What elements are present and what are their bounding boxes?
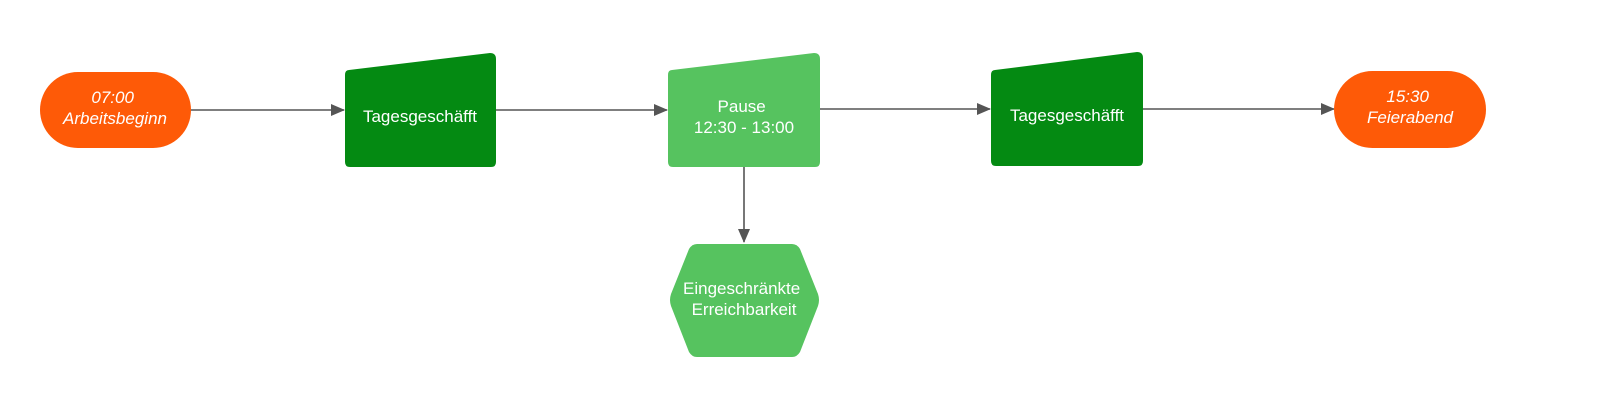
- node-start[interactable]: 07:00 Arbeitsbeginn: [40, 72, 191, 148]
- manual-input-shape: [991, 52, 1143, 166]
- edges: [190, 103, 1335, 243]
- terminator-shape: [1334, 71, 1486, 148]
- pause-title: Pause: [718, 97, 766, 116]
- task1-label: Tagesgeschäfft: [363, 107, 477, 126]
- hexagon-shape: [670, 244, 819, 357]
- node-task2[interactable]: Tagesgeschäfft: [991, 52, 1143, 166]
- task2-label: Tagesgeschäfft: [1010, 106, 1124, 125]
- node-end[interactable]: 15:30 Feierabend: [1334, 71, 1486, 148]
- node-task1[interactable]: Tagesgeschäfft: [345, 53, 496, 167]
- svg-text:Pause 12:30 - 13:00: Pause 12:30 - 13:00: [694, 97, 794, 137]
- svg-text:15:30 Feierabend: 15:30 Feierabend: [1367, 87, 1454, 127]
- end-time: 15:30: [1386, 87, 1429, 106]
- start-label: Arbeitsbeginn: [62, 109, 167, 128]
- limited-line1: Eingeschränkte: [683, 279, 800, 298]
- pause-time: 12:30 - 13:00: [694, 118, 794, 137]
- end-label: Feierabend: [1367, 108, 1454, 127]
- manual-input-shape: [345, 53, 496, 167]
- node-pause[interactable]: Pause 12:30 - 13:00: [668, 53, 820, 167]
- start-time: 07:00: [91, 88, 134, 107]
- node-limited[interactable]: Eingeschränkte Erreichbarkeit: [670, 244, 819, 357]
- svg-text:Eingeschränkte Erreichba: Eingeschränkte Erreichbarkeit: [683, 279, 805, 319]
- manual-input-shape: [668, 53, 820, 167]
- terminator-shape: [40, 72, 191, 148]
- svg-text:07:00 Arbeitsbeginn: 07:00 Arbeitsbeginn: [62, 88, 167, 128]
- limited-line2: Erreichbarkeit: [692, 300, 797, 319]
